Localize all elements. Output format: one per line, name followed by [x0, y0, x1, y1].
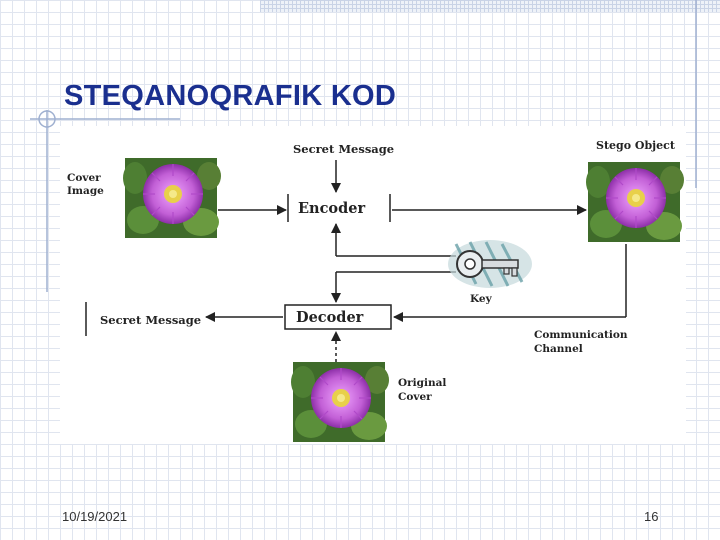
- footer-date: 10/19/2021: [62, 509, 128, 524]
- original-cover-label-line2: Cover: [398, 391, 432, 403]
- slide-title: STEQANOQRAFIK KOD: [64, 80, 397, 112]
- key-icon: [448, 240, 532, 288]
- decoder-label: Decoder: [296, 309, 364, 326]
- cover-image: [122, 157, 222, 239]
- key-label: Key: [470, 293, 493, 305]
- top-decorative-band: [260, 0, 720, 12]
- original-cover-label-line1: Original: [398, 377, 446, 389]
- cover-label-line1: Cover: [67, 172, 101, 184]
- page-number: 16: [644, 509, 659, 524]
- secret-message-top-label: Secret Message: [293, 142, 394, 156]
- communication-label-line2: Channel: [534, 343, 583, 355]
- secret-message-bottom-label: Secret Message: [100, 313, 201, 327]
- communication-label-line1: Communication: [534, 329, 628, 341]
- stego-object-label: Stego Object: [596, 139, 676, 152]
- stego-object-image: [585, 161, 685, 243]
- original-cover-image: [290, 361, 390, 443]
- cover-label-line2: Image: [67, 185, 104, 197]
- encoder-label: Encoder: [298, 200, 365, 217]
- decoder-box: [284, 304, 392, 330]
- crosshair-icon: [38, 110, 56, 128]
